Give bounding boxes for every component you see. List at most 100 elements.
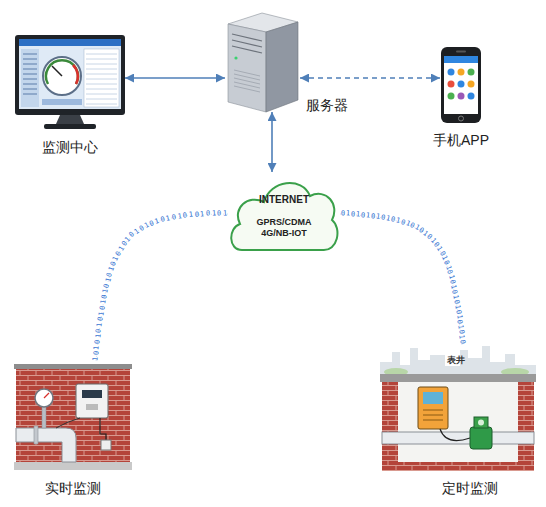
binary-digit: 0 bbox=[371, 213, 376, 220]
binary-digit: 1 bbox=[200, 211, 205, 218]
binary-digit: 1 bbox=[375, 213, 380, 221]
binary-digit: 0 bbox=[93, 351, 100, 356]
well-label: 表井 bbox=[447, 354, 465, 367]
home-button bbox=[459, 116, 464, 121]
realtime-monitoring-node: 实时监测 bbox=[14, 362, 132, 472]
binary-digit: 1 bbox=[177, 213, 182, 221]
binary-digit: 0 bbox=[101, 294, 109, 299]
server-side bbox=[266, 22, 298, 112]
binary-digit: 1 bbox=[98, 311, 106, 316]
meter-dial bbox=[478, 420, 484, 426]
binary-digit: 1 bbox=[108, 266, 116, 272]
phone-speaker bbox=[456, 51, 466, 53]
data-arrow bbox=[300, 77, 440, 79]
binary-digit: 1 bbox=[449, 284, 457, 290]
app-icon bbox=[448, 69, 455, 76]
app-icon bbox=[458, 81, 465, 88]
binary-digit: 0 bbox=[458, 340, 465, 345]
binary-digit: 1 bbox=[105, 277, 113, 283]
binary-digit: 1 bbox=[385, 215, 390, 223]
binary-digit: 0 bbox=[451, 289, 459, 295]
data-arrow bbox=[271, 112, 273, 172]
monitor-base bbox=[44, 124, 96, 129]
device-display bbox=[82, 390, 102, 398]
monitor-bezel bbox=[15, 35, 125, 115]
cloud-shape bbox=[228, 172, 340, 256]
binary-digit: 0 bbox=[455, 320, 462, 325]
server-vents bbox=[234, 70, 260, 92]
well-lid bbox=[380, 374, 536, 382]
binary-digit: 1 bbox=[457, 335, 464, 340]
gauge-needle bbox=[52, 66, 62, 76]
phone-screen bbox=[444, 56, 478, 114]
binary-digit: 0 bbox=[457, 330, 464, 335]
sensor-wire bbox=[440, 429, 470, 441]
sensor-wire bbox=[56, 418, 80, 428]
server-node: 服务器 bbox=[225, 12, 300, 112]
binary-digit: 0 bbox=[94, 340, 101, 345]
wireless-link bbox=[340, 214, 462, 345]
gauge-scale bbox=[46, 60, 78, 84]
app-icon bbox=[468, 81, 475, 88]
screen-sidebar bbox=[21, 49, 39, 107]
binary-digit: 1 bbox=[93, 357, 100, 362]
device-keypad bbox=[86, 404, 98, 410]
data-arrow bbox=[125, 77, 225, 79]
binary-digit: 0 bbox=[96, 328, 103, 333]
brick-wall bbox=[382, 382, 398, 464]
binary-digit: 1 bbox=[365, 212, 370, 219]
binary-digit: 1 bbox=[355, 211, 360, 218]
app-icon bbox=[448, 81, 455, 88]
data-logger bbox=[418, 387, 448, 429]
binary-digit: 1 bbox=[212, 211, 216, 218]
binary-digit: 1 bbox=[455, 315, 463, 320]
node-label: GPRS/CDMA 4G/NB-IOT bbox=[254, 217, 314, 239]
monitor-screen bbox=[19, 39, 121, 109]
flow-meter bbox=[470, 427, 492, 449]
brick-floor bbox=[382, 462, 534, 471]
node-label: 手机APP bbox=[433, 132, 489, 150]
gauge-red-zone bbox=[73, 65, 78, 84]
power-wire bbox=[100, 418, 106, 440]
binary-digit: 1 bbox=[100, 300, 108, 305]
binary-digit: 1 bbox=[453, 304, 461, 309]
node-label: 定时监测 bbox=[442, 480, 498, 498]
binary-digit: 1 bbox=[452, 294, 460, 299]
binary-digit: 1 bbox=[188, 212, 193, 219]
binary-digit: 0 bbox=[454, 310, 462, 315]
city-skyline bbox=[380, 346, 536, 375]
node-label: 监测中心 bbox=[42, 139, 98, 157]
table-rows bbox=[86, 54, 117, 104]
gauge-stem bbox=[42, 405, 46, 428]
binary-digit: 0 bbox=[350, 211, 355, 218]
pipe bbox=[16, 428, 76, 462]
screen-table bbox=[84, 49, 119, 107]
binary-digit: 0 bbox=[380, 214, 385, 222]
logger-display bbox=[423, 392, 443, 404]
wall-cap bbox=[14, 364, 132, 369]
app-icon bbox=[458, 93, 465, 100]
pressure-gauge bbox=[35, 389, 53, 407]
internet-cloud: INTERNETGPRS/CDMA 4G/NB-IOT bbox=[228, 172, 340, 256]
binary-digit: 0 bbox=[106, 272, 114, 278]
binary-digit: 1 bbox=[95, 334, 102, 339]
binary-digit: 1 bbox=[456, 325, 463, 330]
binary-digit: 0 bbox=[99, 305, 107, 310]
binary-digit: 1 bbox=[154, 218, 160, 226]
well-interior bbox=[398, 382, 518, 462]
binary-digit: 0 bbox=[206, 211, 210, 218]
phone-body bbox=[441, 47, 481, 123]
pipe-flange bbox=[34, 426, 38, 444]
gauge-dial bbox=[43, 57, 81, 95]
app-icon bbox=[448, 93, 455, 100]
wireless-link bbox=[96, 214, 228, 362]
power-socket bbox=[101, 440, 111, 450]
binary-digit: 0 bbox=[360, 212, 365, 219]
phone-app-node: 手机APP bbox=[440, 46, 482, 124]
meter-head bbox=[474, 417, 488, 428]
binary-digit: 0 bbox=[194, 211, 199, 218]
binary-digit: 0 bbox=[452, 299, 460, 304]
